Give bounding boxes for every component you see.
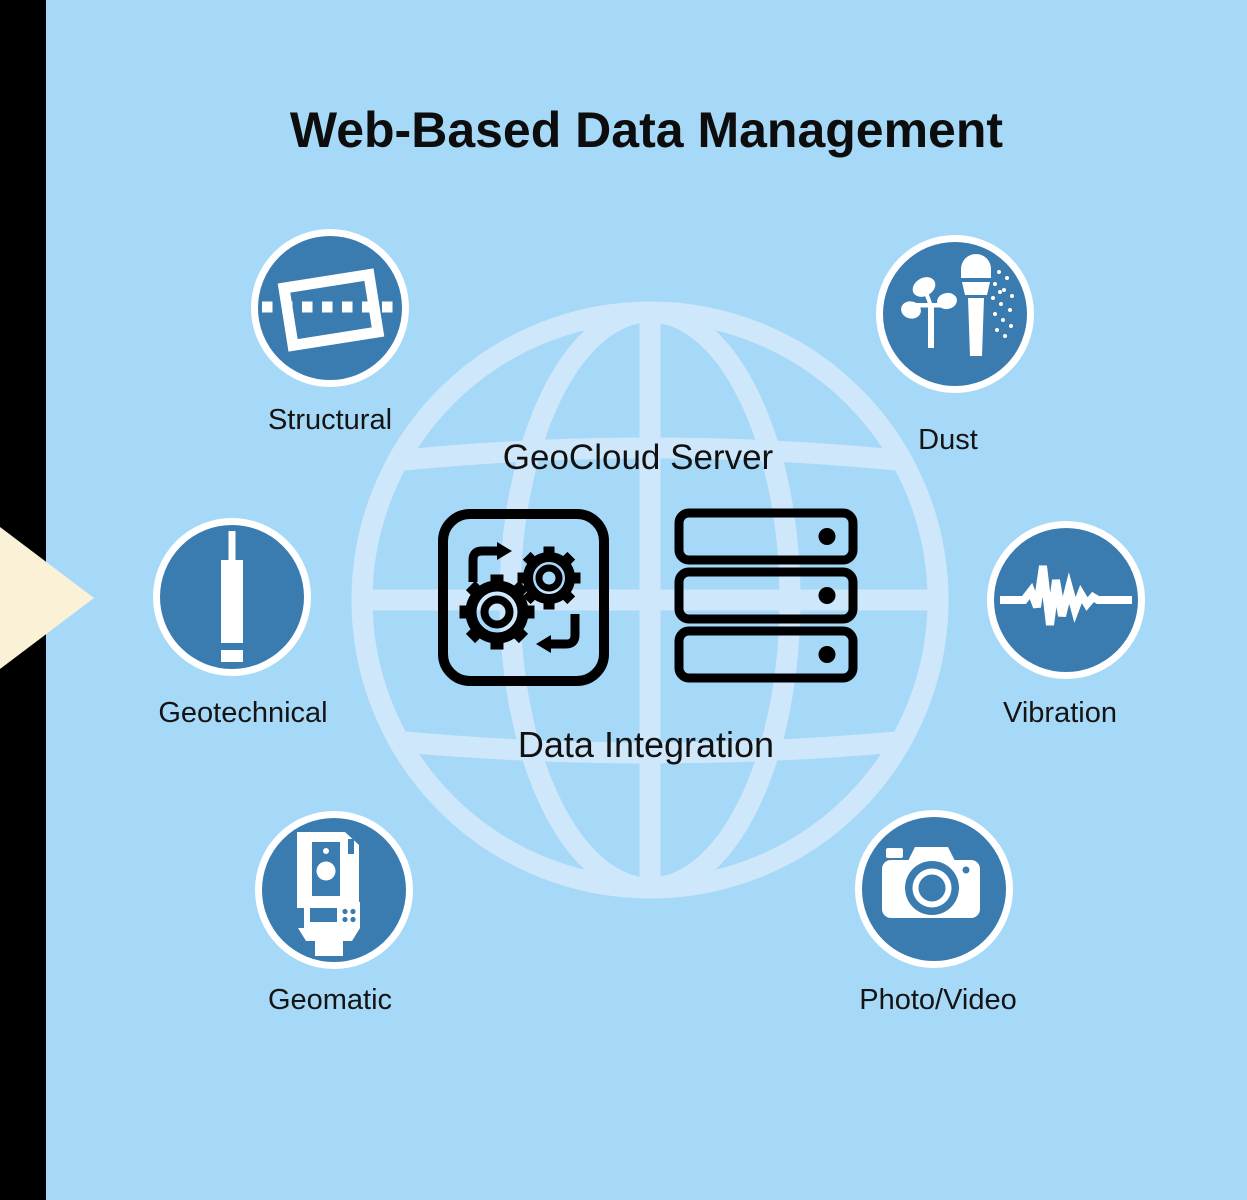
vibration-node	[987, 521, 1145, 679]
page-title: Web-Based Data Management	[289, 102, 1004, 158]
server-stack-icon	[674, 508, 858, 683]
geomatic-node	[255, 811, 413, 969]
vibration-label: Vibration	[1003, 697, 1117, 729]
dust-label: Dust	[918, 424, 978, 456]
refresh-arrow-icon	[468, 542, 580, 653]
dust-node	[876, 235, 1034, 393]
seismic-wave-icon	[1000, 565, 1132, 626]
tilted-frame-icon	[262, 268, 398, 352]
structural-node	[251, 229, 409, 387]
borehole-probe-icon	[221, 531, 243, 662]
structural-label: Structural	[267, 404, 393, 436]
small-gear-icon	[517, 546, 581, 610]
geotechnical-label: Geotechnical	[158, 697, 328, 729]
photo-video-node	[855, 810, 1013, 968]
left-arrow-icon	[0, 527, 94, 669]
geocloud-server-label: GeoCloud Server	[502, 438, 774, 477]
geomatic-label: Geomatic	[267, 984, 393, 1016]
camera-icon	[882, 847, 980, 918]
total-station-icon	[297, 832, 360, 956]
photo-video-label: Photo/Video	[859, 984, 1017, 1016]
big-gear-icon	[459, 574, 535, 650]
geotechnical-node	[153, 518, 311, 676]
anemometer-dust-icon	[901, 254, 1014, 356]
data-integration-label: Data Integration	[517, 724, 775, 765]
gears-process-icon	[438, 509, 609, 686]
